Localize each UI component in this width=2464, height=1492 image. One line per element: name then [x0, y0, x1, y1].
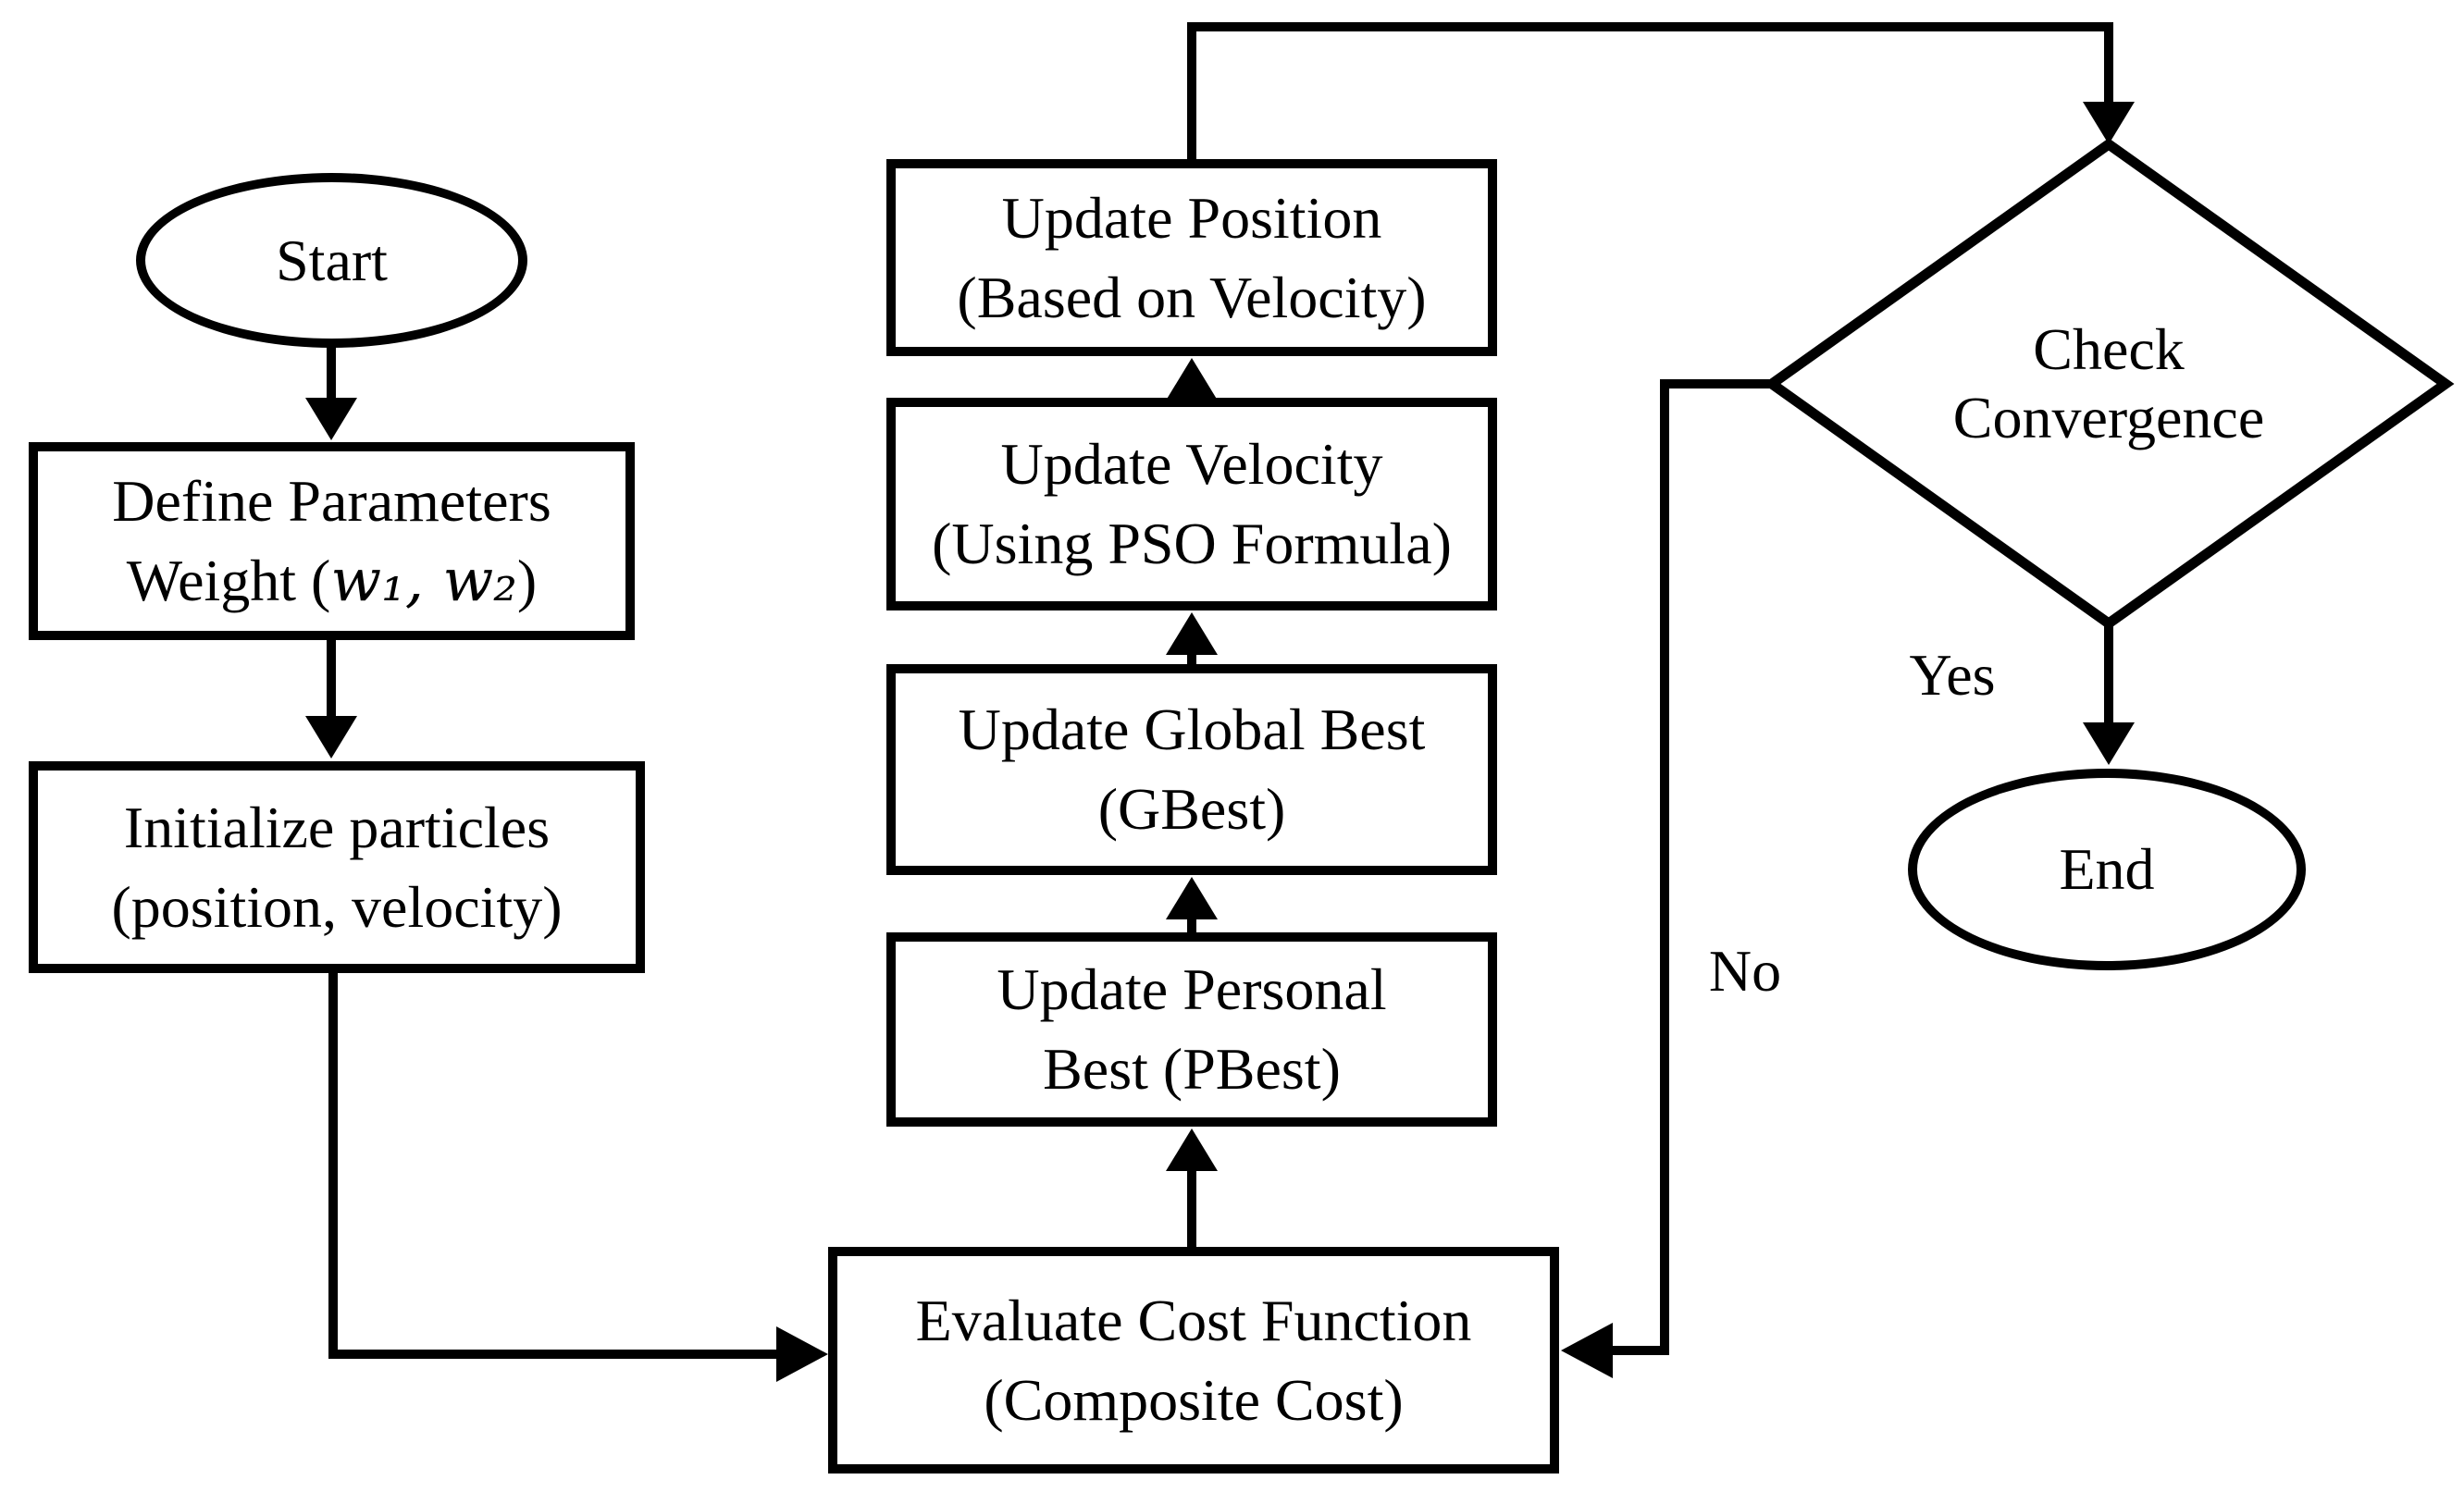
initialize-particles-box: Initialize particles (position, velocity…: [29, 761, 645, 973]
arrow-pbest-to-gbest-head-icon: [1166, 877, 1218, 919]
update-velocity-box: Update Velocity (Using PSO Formula): [886, 398, 1497, 610]
check-convergence-line2: Convergence: [1952, 385, 2265, 450]
update-personal-best-box: Update Personal Best (PBest): [886, 932, 1497, 1127]
yes-edge-label: Yes: [1909, 642, 1996, 708]
evaluate-cost-line2: (Composite Cost): [984, 1366, 1404, 1433]
update-position-line2: (Based on Velocity): [957, 264, 1427, 330]
arrow-start-to-define-stem: [327, 346, 336, 403]
evaluate-cost-box: Evaluate Cost Function (Composite Cost): [828, 1247, 1559, 1474]
arrow-define-to-initialize-stem: [327, 640, 336, 721]
arrow-velocity-to-position-head-icon: [1166, 358, 1218, 401]
update-gbest-line2: (GBest): [1097, 776, 1286, 842]
connector-initialize-to-evaluate-vertical: [328, 973, 338, 1354]
update-pbest-line2: Best (PBest): [1043, 1036, 1341, 1102]
no-edge-label: No: [1708, 938, 1782, 1004]
define-parameters-line2: Weight (w₁, w₂): [127, 541, 537, 621]
arrow-evaluate-to-pbest-stem: [1187, 1158, 1196, 1247]
arrow-define-to-initialize-head-icon: [305, 716, 357, 758]
update-pbest-line1: Update Personal: [997, 956, 1387, 1022]
connector-position-to-diamond-vertical: [2104, 22, 2113, 107]
connector-initialize-to-evaluate-horizontal: [328, 1350, 777, 1359]
update-velocity-line1: Update Velocity: [1000, 431, 1383, 497]
end-label: End: [2059, 836, 2155, 902]
no-branch-horizontal-top: [1660, 379, 1772, 388]
connector-position-to-diamond-stub: [1187, 26, 1196, 159]
no-branch-horizontal-bottom: [1604, 1346, 1669, 1355]
check-convergence-label: Check Convergence: [1763, 135, 2455, 633]
initialize-line1: Initialize particles: [123, 794, 551, 860]
arrow-diamond-to-end-head-icon: [2083, 722, 2135, 765]
check-convergence-line1: Check: [2033, 316, 2185, 382]
arrow-gbest-to-velocity-head-icon: [1166, 612, 1218, 655]
arrow-pbest-to-gbest-stem: [1187, 906, 1196, 932]
update-gbest-line1: Update Global Best: [958, 697, 1426, 762]
evaluate-cost-line1: Evaluate Cost Function: [915, 1287, 1472, 1353]
define-parameters-line1: Define Parameters: [112, 468, 551, 534]
no-branch-vertical: [1660, 379, 1669, 1355]
end-terminator: End: [1908, 769, 2306, 970]
connector-position-to-diamond-horizontal: [1187, 22, 2113, 31]
update-velocity-line2: (Using PSO Formula): [932, 511, 1452, 576]
update-position-box: Update Position (Based on Velocity): [886, 159, 1497, 356]
diamond-shape: [1763, 138, 2455, 630]
weight-suffix: ): [516, 548, 538, 613]
arrow-into-diamond-head-icon: [2083, 102, 2135, 144]
start-label: Start: [276, 227, 388, 293]
arrow-initialize-to-evaluate-head-icon: [776, 1326, 828, 1382]
update-global-best-box: Update Global Best (GBest): [886, 664, 1497, 875]
arrow-start-to-define-head-icon: [305, 398, 357, 440]
initialize-line2: (position, velocity): [111, 873, 563, 940]
start-terminator: Start: [136, 173, 527, 348]
define-parameters-box: Define Parameters Weight (w₁, w₂): [29, 442, 635, 640]
weight-prefix: Weight (: [126, 548, 331, 613]
arrow-evaluate-to-pbest-head-icon: [1166, 1128, 1218, 1171]
update-position-line1: Update Position: [1001, 184, 1382, 251]
yes-branch-stem: [2104, 624, 2113, 728]
check-convergence-diamond: Check Convergence: [1763, 135, 2455, 633]
arrow-no-to-evaluate-head-icon: [1561, 1323, 1613, 1378]
weight-math: w₁, w₂: [330, 547, 517, 615]
